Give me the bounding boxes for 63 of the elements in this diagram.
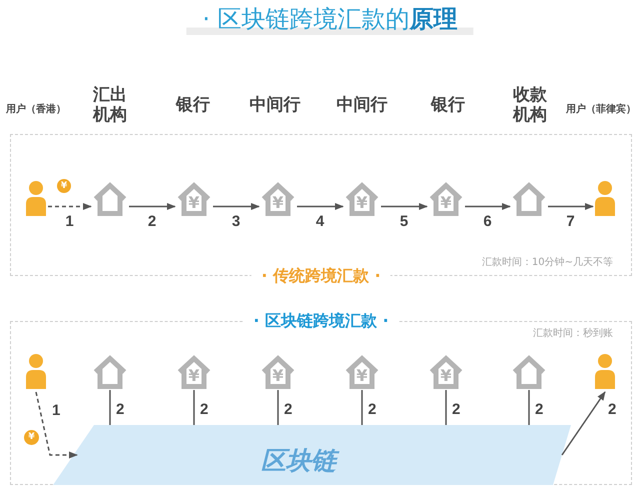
- arrow: [213, 202, 260, 210]
- step-number: 7: [566, 214, 575, 230]
- bank-house: ¥: [261, 181, 295, 216]
- person-icon: [26, 181, 46, 216]
- column-header: 中间行: [250, 95, 300, 115]
- dashed-arrow: [48, 202, 92, 210]
- column-header: 银行: [176, 95, 210, 115]
- step-number: 1: [52, 403, 60, 419]
- step-number: 2: [200, 402, 208, 418]
- step-number: 2: [284, 402, 292, 418]
- bank-house: ¥: [177, 181, 211, 216]
- connector-line: [445, 390, 447, 425]
- step-number: 4: [316, 214, 324, 230]
- column-header: 中间行: [336, 95, 388, 115]
- house-icon: [512, 354, 546, 389]
- connector-line: [193, 390, 195, 425]
- person-icon: [26, 354, 46, 389]
- bank-house: ¥: [429, 181, 463, 216]
- column-header: 汇出机构: [92, 85, 128, 125]
- dashed-arrow: [35, 392, 78, 459]
- arrow: [297, 202, 344, 210]
- panel-title: · 传统跨境汇款 ·: [251, 266, 391, 286]
- note-text: 汇款时间：秒到账: [533, 328, 613, 340]
- step-number: 2: [452, 402, 460, 418]
- connector-line: [109, 390, 111, 425]
- house-icon: [93, 181, 127, 216]
- bank-house: ¥: [429, 354, 463, 389]
- step-number: 6: [483, 214, 492, 230]
- connector-line: [277, 390, 279, 425]
- user-label: 用户（菲律宾）: [566, 104, 636, 116]
- column-header: 银行: [431, 95, 465, 115]
- connector-line: [528, 390, 530, 425]
- house-icon: [93, 354, 127, 389]
- bank-house: ¥: [345, 354, 379, 389]
- arrow: [548, 202, 594, 210]
- person-icon: [595, 354, 615, 389]
- dashed-panel: [10, 134, 632, 287]
- step-number: 2: [368, 402, 376, 418]
- house-icon: [512, 181, 546, 216]
- arrow: [381, 202, 428, 210]
- arrow: [465, 202, 511, 210]
- column-header: 收款机构: [512, 85, 548, 125]
- dashed-panel: [10, 311, 632, 486]
- arrow: [561, 391, 606, 456]
- step-number: 2: [116, 402, 124, 418]
- step-number: 2: [608, 402, 616, 418]
- step-number: 3: [232, 214, 240, 230]
- yen-coin: ¥: [24, 430, 39, 445]
- blockchain-band: 区块链: [53, 425, 571, 485]
- step-number: 2: [148, 214, 156, 230]
- yen-coin: ¥: [57, 179, 71, 193]
- connector-line: [361, 390, 363, 425]
- bank-house: ¥: [177, 354, 211, 389]
- user-label: 用户（香港）: [6, 104, 66, 116]
- step-number: 1: [65, 214, 74, 230]
- note-text: 汇款时间：10分钟~几天不等: [482, 257, 613, 269]
- person-icon: [595, 181, 615, 216]
- panel-title: · 区块链跨境汇款 ·: [243, 311, 399, 331]
- bank-house: ¥: [261, 354, 295, 389]
- step-number: 2: [535, 402, 544, 418]
- step-number: 5: [400, 214, 408, 230]
- arrow: [129, 202, 176, 210]
- bank-house: ¥: [345, 181, 379, 216]
